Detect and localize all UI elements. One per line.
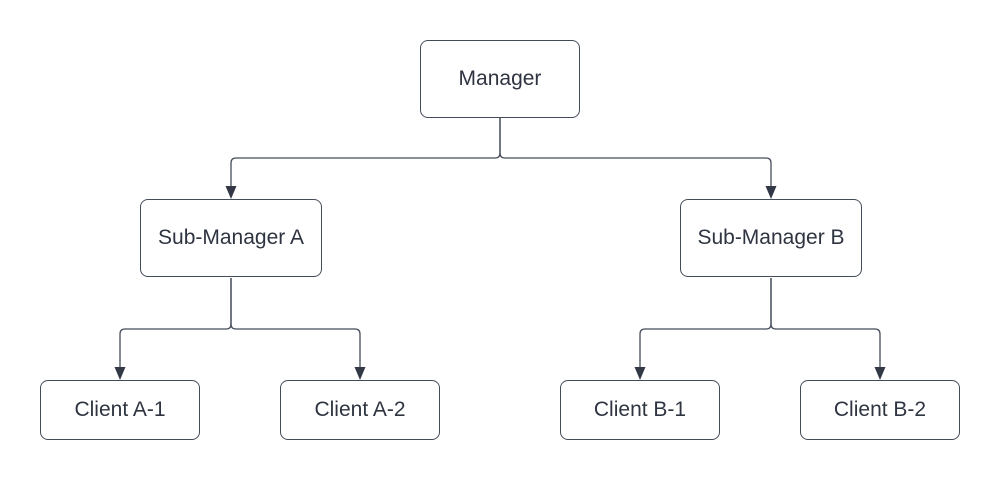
edge-sub-manager-a-client-a2 xyxy=(230,278,361,368)
edge-manager-sub-manager-b xyxy=(499,118,772,187)
edge-sub-manager-b-client-b2 xyxy=(770,278,881,368)
node-client-a2[interactable]: Client A-2 xyxy=(280,380,440,440)
edge-sub-manager-b-client-b1 xyxy=(639,278,772,368)
edge-sub-manager-a-client-a1 xyxy=(119,278,232,368)
node-manager-label: Manager xyxy=(458,67,542,91)
arrowhead-client-b2 xyxy=(874,367,886,380)
arrowhead-sub-manager-b xyxy=(765,186,777,199)
arrowhead-client-a1 xyxy=(114,367,126,380)
node-sub-manager-b-label: Sub-Manager B xyxy=(697,226,845,250)
node-sub-manager-b[interactable]: Sub-Manager B xyxy=(680,199,862,277)
node-client-a2-label: Client A-2 xyxy=(314,398,406,422)
arrowhead-client-b1 xyxy=(634,367,646,380)
node-client-a1-label: Client A-1 xyxy=(74,398,166,422)
node-client-b1-label: Client B-1 xyxy=(593,398,687,422)
edge-manager-sub-manager-a xyxy=(230,118,501,187)
node-manager[interactable]: Manager xyxy=(420,40,580,118)
arrowhead-sub-manager-a xyxy=(225,186,237,199)
node-sub-manager-a[interactable]: Sub-Manager A xyxy=(140,199,322,277)
node-client-b2[interactable]: Client B-2 xyxy=(800,380,960,440)
node-client-a1[interactable]: Client A-1 xyxy=(40,380,200,440)
arrowhead-client-a2 xyxy=(354,367,366,380)
node-client-b1[interactable]: Client B-1 xyxy=(560,380,720,440)
node-sub-manager-a-label: Sub-Manager A xyxy=(158,226,304,250)
node-client-b2-label: Client B-2 xyxy=(833,398,927,422)
